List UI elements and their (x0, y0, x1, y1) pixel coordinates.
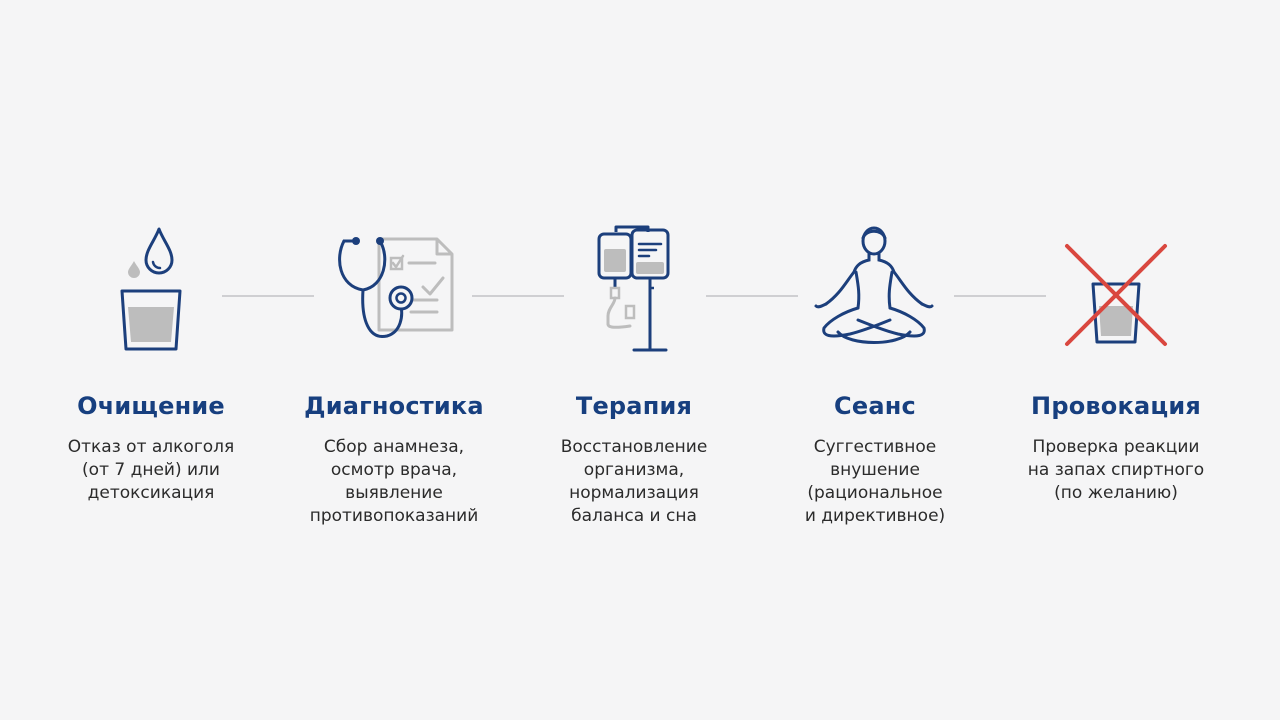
description-line: детоксикация (87, 483, 215, 503)
description-line: Восстановление (560, 437, 708, 457)
description-line: и директивное) (804, 506, 946, 526)
meditation-icon (814, 226, 934, 344)
step-diagnostics: Диагностика Сбор анамнеза, осмотр врача,… (274, 220, 514, 528)
description-line: Сбор анамнеза, (323, 437, 465, 457)
description-line: (рациональное (807, 483, 943, 503)
iv-drip-icon (597, 225, 670, 352)
step-description: Проверка реакции на запах спиртного (по … (996, 436, 1236, 505)
connector-2 (472, 295, 564, 297)
description-line: нормализация (569, 483, 699, 503)
description-line: осмотр врача, (330, 460, 458, 480)
description-line: организма, (583, 460, 685, 480)
step-description: Сбор анамнеза, осмотр врача, выявление п… (274, 436, 514, 528)
description-line: баланса и сна (571, 506, 697, 526)
description-line: противопоказаний (309, 506, 479, 526)
step-provocation: Провокация Проверка реакции на запах спи… (996, 220, 1236, 505)
description-line: (по желанию) (1054, 483, 1178, 503)
description-line: Отказ от алкоголя (67, 437, 235, 457)
step-description: Восстановление организма, нормализация б… (514, 436, 754, 528)
stethoscope-checklist-icon (338, 237, 454, 338)
connector-1 (222, 295, 314, 297)
step-session: Сеанс Суггестивное внушение (рационально… (755, 220, 995, 528)
description-line: Суггестивное (813, 437, 937, 457)
step-title: Сеанс (834, 392, 916, 420)
water-glass-icon (120, 227, 182, 351)
step-description: Суггестивное внушение (рациональное и ди… (755, 436, 995, 528)
step-therapy: Терапия Восстановление организма, нормал… (514, 220, 754, 528)
step-title: Очищение (77, 392, 225, 420)
step-title: Провокация (1031, 392, 1201, 420)
description-line: выявление (345, 483, 443, 503)
connector-3 (706, 295, 798, 297)
description-line: Проверка реакции (1032, 437, 1200, 457)
step-title: Терапия (575, 392, 693, 420)
step-title: Диагностика (304, 392, 484, 420)
description-line: на запах спиртного (1027, 460, 1205, 480)
description-line: внушение (830, 460, 920, 480)
description-line: (от 7 дней) или (82, 460, 220, 480)
connector-4 (954, 295, 1046, 297)
crossed-glass-icon (1065, 244, 1167, 346)
step-cleansing: Очищение Отказ от алкоголя (от 7 дней) и… (31, 220, 271, 505)
step-description: Отказ от алкоголя (от 7 дней) или детокс… (31, 436, 271, 505)
